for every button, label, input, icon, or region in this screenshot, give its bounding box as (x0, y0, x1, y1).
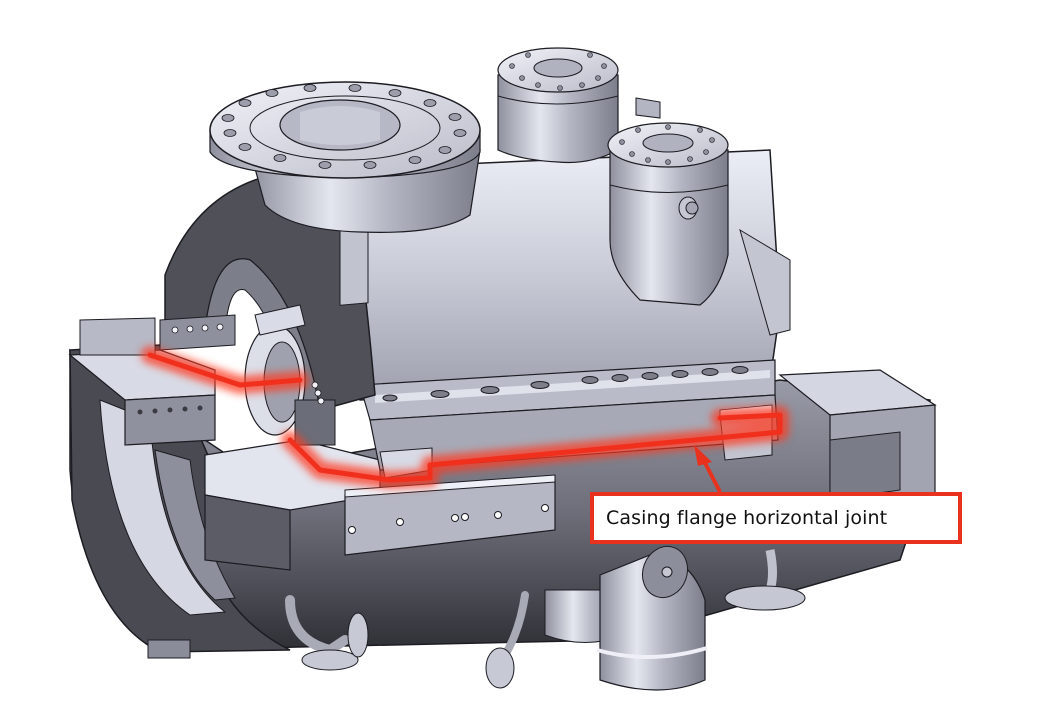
callout-label-text: Casing flange horizontal joint (606, 507, 888, 529)
lower-flange-front (204, 439, 556, 571)
discharge-nozzle (607, 122, 729, 306)
rear-nozzle (497, 47, 661, 164)
upper-end-cutaway (159, 169, 376, 446)
inlet-nozzle-flange (209, 81, 481, 233)
bottom-piping (285, 545, 806, 691)
joint-highlight (141, 346, 789, 489)
callout-label-box: Casing flange horizontal joint (590, 492, 962, 544)
right-end-block (778, 369, 937, 511)
callout-arrow (694, 445, 722, 493)
